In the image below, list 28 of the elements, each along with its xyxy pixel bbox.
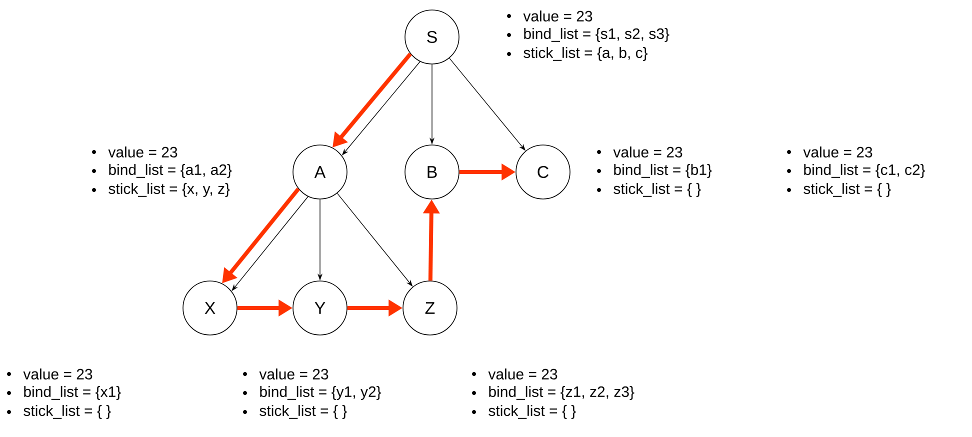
- graph-node: C: [516, 144, 570, 200]
- list-item: bind_list = {z1, z2, z3}: [489, 386, 634, 400]
- list-item: value = 23: [613, 146, 682, 158]
- list-item: bind_list = {y1, y2}: [260, 386, 382, 400]
- list-item: stick_list = { }: [24, 405, 111, 419]
- list-item: value = 23: [108, 146, 178, 158]
- list-item: value = 23: [23, 368, 92, 380]
- list-item: bind_list = {b1}: [614, 164, 712, 178]
- list-item: stick_list = { }: [804, 183, 891, 197]
- graph-node: A: [292, 144, 348, 200]
- list-item: stick_list = { }: [488, 405, 576, 419]
- graph-node: Z: [402, 280, 458, 336]
- list-item: stick_list = {x, y, z}: [108, 183, 230, 197]
- list-item: bind_list = {a1, a2}: [109, 164, 232, 178]
- list-item: stick_list = { }: [614, 183, 701, 197]
- list-item: stick_list = {a, b, c}: [524, 47, 648, 61]
- list-item: bind_list = {c1, c2}: [804, 164, 926, 178]
- graph-node: X: [182, 280, 238, 336]
- list-item: value = 23: [488, 368, 558, 380]
- graph-node: S: [404, 10, 460, 64]
- graph-node: B: [404, 144, 460, 200]
- list-item: bind_list = {s1, s2, s3}: [524, 28, 670, 42]
- list-item: bind_list = {x1}: [24, 386, 121, 400]
- list-item: value = 23: [523, 10, 592, 22]
- graph-node: Y: [292, 280, 348, 336]
- list-item: value = 23: [259, 368, 328, 380]
- list-item: value = 23: [803, 146, 872, 158]
- list-item: stick_list = { }: [260, 405, 347, 419]
